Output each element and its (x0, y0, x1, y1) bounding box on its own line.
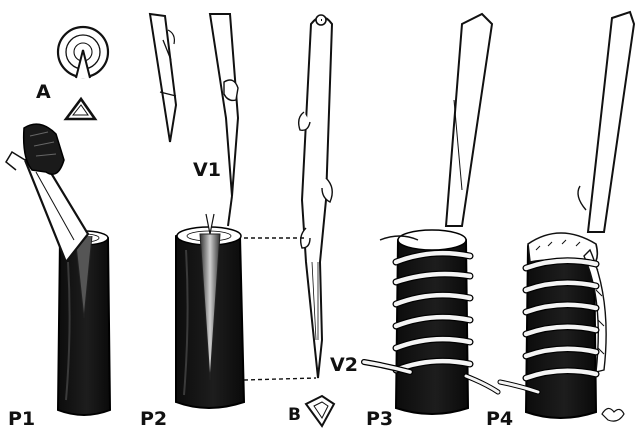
label-v2: V2 (330, 356, 358, 375)
label-p3: P3 (366, 410, 393, 429)
scion-v2 (299, 15, 333, 378)
label-b: B (288, 407, 301, 424)
scion-v1 (150, 14, 238, 226)
detail-a-stock-section (58, 27, 108, 78)
label-p1: P1 (8, 410, 35, 429)
label-p2: P2 (140, 410, 167, 429)
label-p4: P4 (486, 410, 513, 429)
p1-knife (6, 124, 88, 262)
p4-scion (578, 12, 634, 232)
detail-b-scion-section (306, 396, 334, 426)
label-v1: V1 (193, 161, 221, 180)
detail-a-wedge (66, 99, 95, 119)
p2-stock (176, 214, 244, 408)
p3-scion (446, 14, 492, 226)
label-a: A (36, 83, 51, 102)
artist-mark (602, 408, 624, 421)
